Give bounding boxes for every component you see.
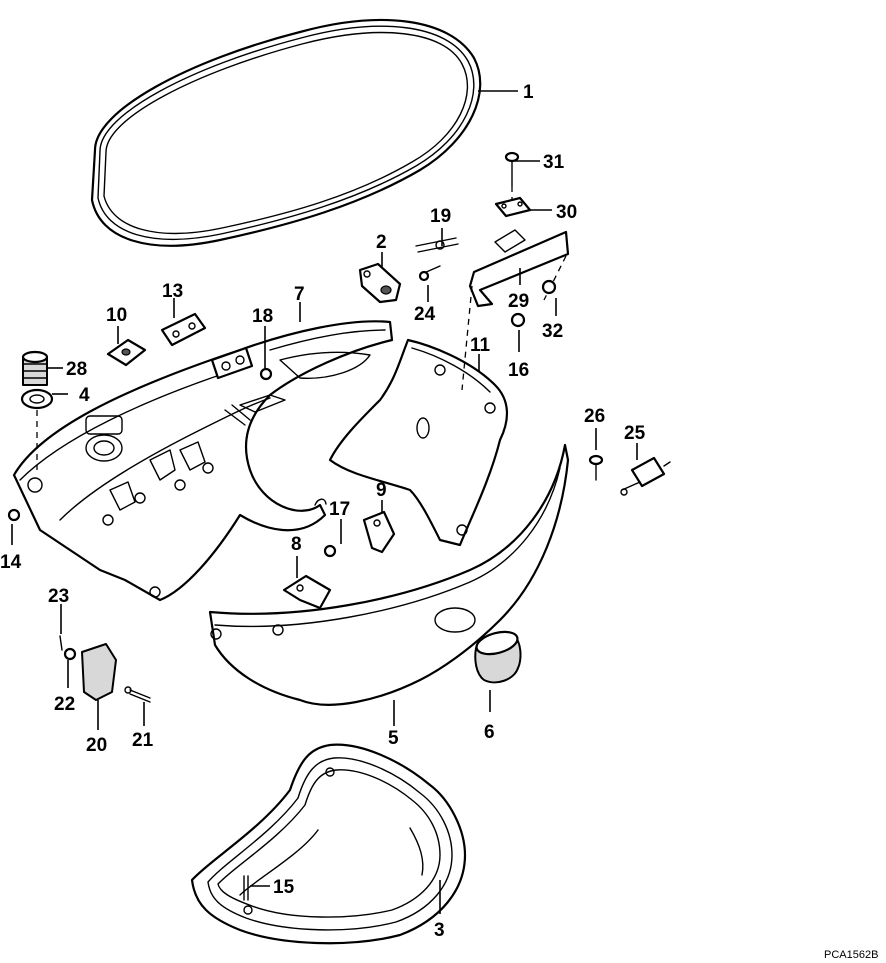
hinge-8-part (282, 574, 332, 610)
plug-part (474, 630, 522, 684)
callout-9: 9 (376, 480, 387, 501)
nut-16-part (510, 312, 526, 328)
callout-8: 8 (291, 534, 302, 555)
latch-cover-part (81, 643, 117, 701)
callout-3: 3 (434, 920, 445, 941)
screw-18-part (259, 367, 273, 381)
callout-32: 32 (542, 321, 563, 342)
callout-30: 30 (556, 202, 577, 223)
bolt-31-part (504, 151, 520, 187)
callout-23: 23 (48, 586, 69, 607)
hinge-9-part (362, 510, 396, 554)
callout-2: 2 (376, 232, 387, 253)
callout-22: 22 (54, 694, 75, 715)
callout-20: 20 (86, 735, 107, 756)
callout-25: 25 (624, 423, 646, 444)
latch-part (160, 312, 254, 380)
callout-10: 10 (106, 305, 127, 326)
fitting-part (620, 456, 671, 496)
grommet-part (21, 350, 49, 386)
clip-23-part (59, 635, 63, 651)
pin-21-part (124, 686, 151, 703)
bracket-part (461, 229, 570, 391)
callout-16: 16 (508, 360, 529, 381)
callout-1: 1 (523, 82, 534, 103)
callout-31: 31 (543, 152, 565, 173)
clip-part (494, 196, 532, 218)
callout-26: 26 (584, 406, 605, 427)
callout-24: 24 (414, 304, 436, 325)
callout-15: 15 (273, 877, 295, 898)
callout-13: 13 (162, 281, 183, 302)
leader-lines (11, 90, 638, 914)
callout-19: 19 (430, 206, 451, 227)
washer-part (20, 388, 54, 410)
bolt-26-part (588, 454, 604, 481)
callout-7: 7 (294, 284, 305, 305)
lower-cowl-part (208, 443, 570, 706)
reference-code: PCA1562B (824, 949, 878, 961)
callout-18: 18 (252, 306, 273, 327)
callout-28: 28 (66, 359, 87, 380)
pad-part (106, 338, 147, 367)
pin-19-part (415, 237, 459, 282)
callout-4: 4 (79, 385, 90, 406)
rear-cowl-panel-part (328, 338, 508, 547)
callout-29: 29 (508, 291, 529, 312)
pin-15-part (243, 875, 249, 901)
washer-22-part (63, 647, 77, 661)
callout-21: 21 (132, 730, 154, 751)
seal-ring-part (90, 18, 482, 247)
bottom-seal-part (190, 743, 467, 945)
callout-labels: 1 31 30 19 2 29 24 32 7 13 10 18 28 4 11… (0, 82, 646, 941)
callout-17: 17 (329, 499, 350, 520)
callout-5: 5 (388, 728, 399, 749)
callout-6: 6 (484, 722, 495, 743)
screw-14-part (7, 508, 21, 522)
nut-32-part (541, 279, 557, 295)
plate-part (358, 262, 402, 304)
bolt-17-part (323, 544, 337, 558)
callout-14: 14 (0, 552, 22, 573)
callout-11: 11 (470, 335, 491, 356)
